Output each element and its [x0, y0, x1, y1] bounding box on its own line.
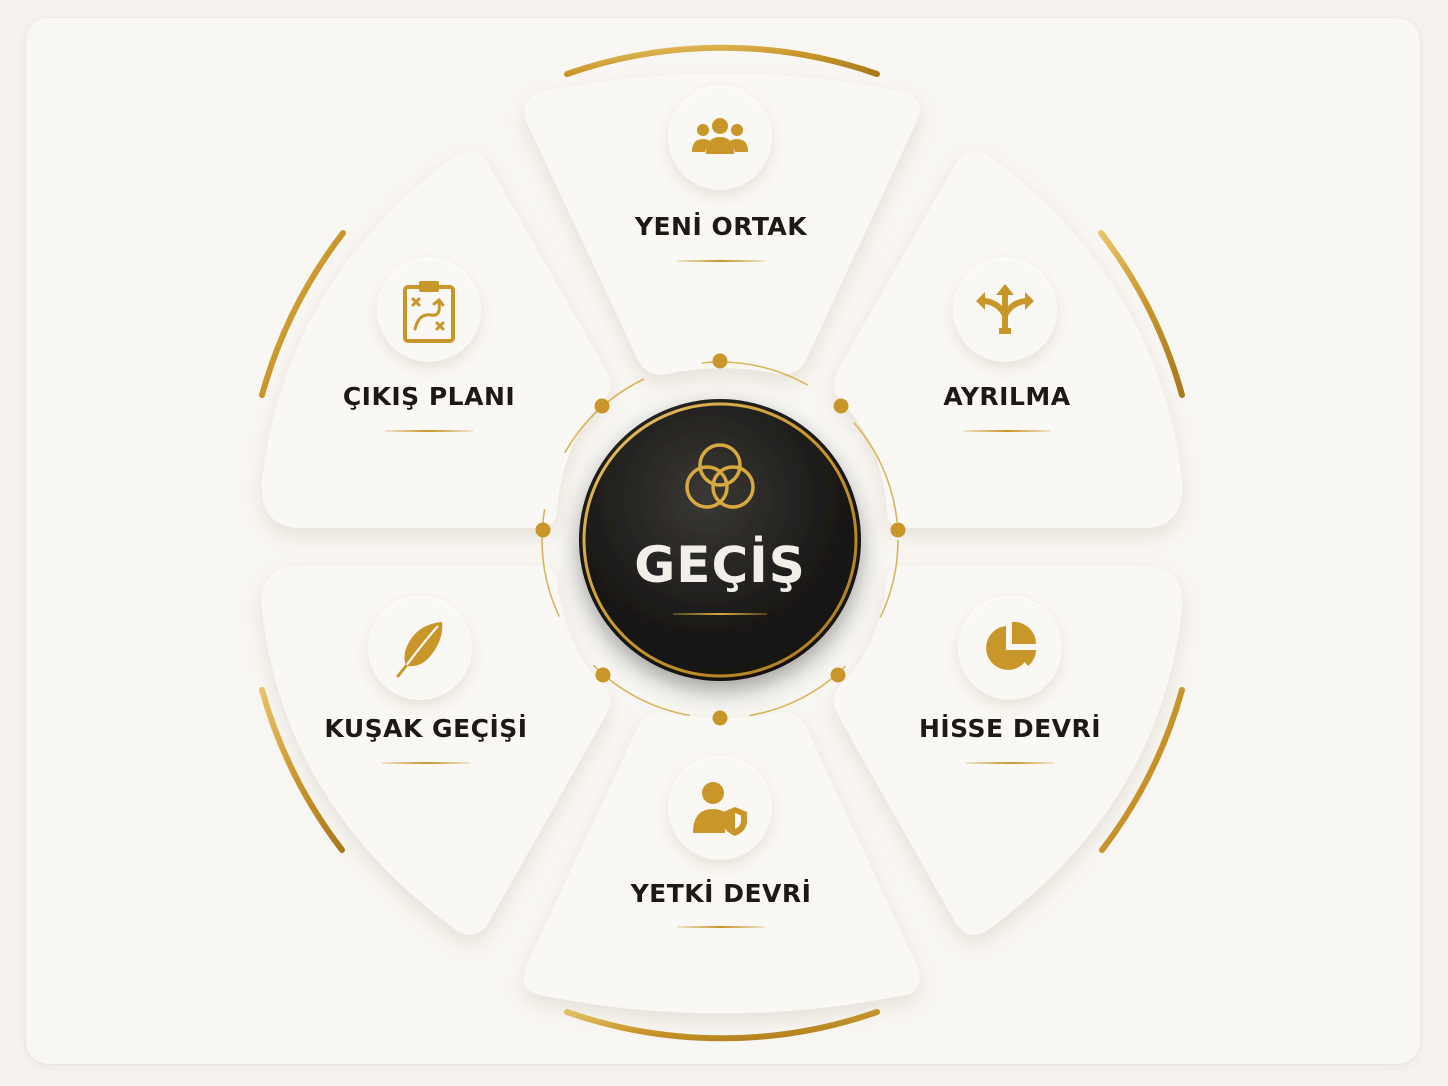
feather-icon — [396, 622, 443, 678]
badge-hisse-devri — [958, 596, 1062, 700]
connector-dot — [595, 667, 611, 683]
badge-yetki-devri — [668, 756, 772, 860]
badge-kusak-gecisi — [368, 596, 472, 700]
arc-top-right — [1098, 230, 1185, 398]
petal-yetki-devri — [523, 712, 920, 1014]
connector-dot — [712, 710, 728, 726]
center-divider — [673, 613, 767, 615]
strategy-clipboard-icon — [403, 281, 455, 343]
connector-dot — [712, 353, 728, 369]
arc-bottom — [564, 1009, 880, 1042]
connector-dot — [594, 398, 610, 414]
center-title: GEÇİŞ — [634, 536, 806, 594]
arc-bottom-right — [1099, 687, 1185, 853]
people-group-icon — [692, 118, 748, 154]
arc-top-left — [259, 230, 346, 398]
label-kusak-gecisi: KUŞAK GEÇİŞİ — [324, 714, 528, 743]
outer-gold-arcs — [259, 44, 1185, 1042]
center-hub — [579, 399, 861, 681]
label-yetki-devri: YETKİ DEVRİ — [630, 879, 812, 908]
label-cikis-plani: ÇIKIŞ PLANI — [342, 382, 516, 411]
divider-yetki-devri — [677, 926, 765, 928]
connector-dot — [833, 398, 849, 414]
user-shield-icon — [693, 782, 747, 836]
arc-top — [564, 44, 880, 77]
label-hisse-devri: HİSSE DEVRİ — [918, 714, 1102, 743]
divider-cikis-plani — [385, 430, 473, 432]
connector-dot — [830, 667, 846, 683]
petal-yeni-ortak — [524, 73, 920, 375]
connector-dot — [535, 522, 551, 538]
badge-yeni-ortak — [668, 86, 772, 190]
label-ayrilma: AYRILMA — [943, 382, 1071, 411]
pie-chart-icon — [986, 621, 1037, 670]
arc-bottom-left — [259, 687, 345, 853]
divider-ayrilma — [963, 430, 1051, 432]
label-yeni-ortak: YENİ ORTAK — [634, 212, 808, 241]
petal-hisse-devri — [833, 566, 1183, 935]
badge-ayrilma — [953, 258, 1057, 362]
petal-kusak-gecisi — [261, 566, 611, 935]
badge-cikis-plani — [377, 258, 481, 362]
connector-dot — [890, 522, 906, 538]
divider-yeni-ortak — [677, 260, 765, 262]
divider-kusak-gecisi — [382, 762, 470, 764]
split-arrows-icon — [976, 284, 1034, 334]
divider-hisse-devri — [966, 762, 1054, 764]
connector-ring — [535, 353, 906, 726]
three-rings-icon — [685, 443, 755, 509]
